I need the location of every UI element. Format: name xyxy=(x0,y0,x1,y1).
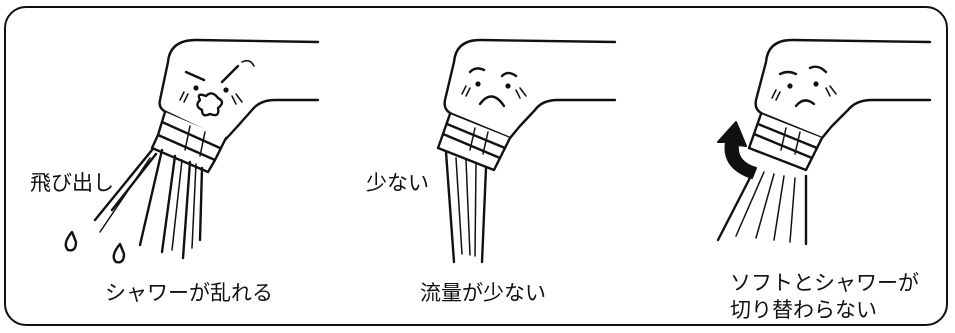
faucet-sad-illustration xyxy=(436,38,617,264)
rotate-arrow-icon xyxy=(717,121,757,179)
side-label-low: 少ない xyxy=(366,171,429,195)
panel-spray-disordered: 飛び出し シャワーが乱れる xyxy=(0,0,330,333)
caption-line: シャワーが乱れる xyxy=(105,281,273,305)
caption-line: ソフトとシャワーが xyxy=(730,271,919,295)
caption-low-flow: 流量が少ない xyxy=(420,280,546,307)
panel-low-flow: 少ない 流量が少ない xyxy=(330,0,630,333)
caption-line: 流量が少ない xyxy=(420,281,546,305)
caption-spray-disordered: シャワーが乱れる xyxy=(105,280,273,307)
faucet-angry-illustration xyxy=(64,38,320,264)
panel-cannot-switch: ソフトとシャワーが 切り替わらない xyxy=(630,0,950,333)
faucet-worried-illustration xyxy=(716,38,932,246)
side-label-splash: 飛び出し xyxy=(30,171,114,195)
left-brow-angry xyxy=(184,70,206,82)
caption-cannot-switch: ソフトとシャワーが 切り替わらない xyxy=(730,270,919,324)
caption-line: 切り替わらない xyxy=(730,298,877,322)
